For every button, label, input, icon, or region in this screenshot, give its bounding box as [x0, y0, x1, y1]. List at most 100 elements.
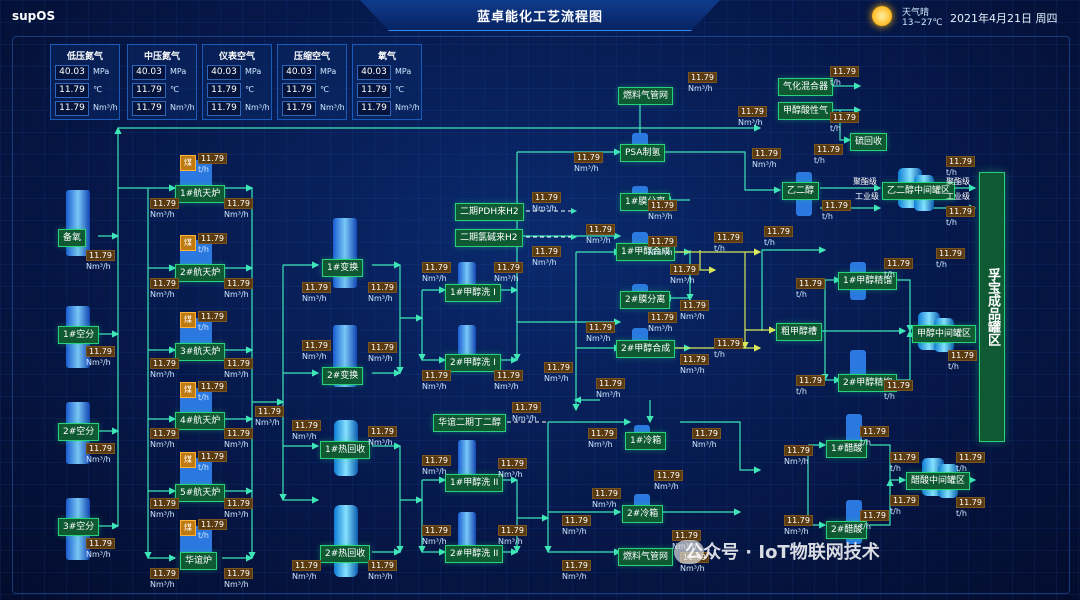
node-methanol-wash-3[interactable]: 1#甲醇洗 II: [445, 474, 504, 492]
flow-unit: Nm³/h: [680, 312, 705, 321]
flow-value: 11.79: [150, 198, 179, 209]
node-product-tank-area[interactable]: 孚宝成品罐区: [979, 172, 1005, 442]
flow-value: 11.79: [494, 370, 523, 381]
flow-unit: t/h: [890, 507, 901, 516]
flow-value: 11.79: [368, 282, 397, 293]
flow-unit: t/h: [198, 245, 209, 254]
node-fuel-gas-network-1[interactable]: 燃料气管网: [618, 87, 674, 105]
node-acetic-acid-1[interactable]: 1#醋酸: [826, 440, 868, 458]
flow-value: 11.79: [532, 192, 561, 203]
flow-unit: Nm³/h: [422, 467, 447, 476]
node-shift-1[interactable]: 1#变换: [322, 259, 364, 277]
node-gasifier-4[interactable]: 4#航天炉: [175, 412, 226, 430]
flow-value: 11.79: [752, 148, 781, 159]
node-pdh-h2[interactable]: 二期PDH来H2: [455, 203, 524, 221]
flow-value: 11.79: [255, 406, 284, 417]
node-methanol-wash-2[interactable]: 2#甲醇洗 I: [445, 354, 501, 372]
node-shift-2[interactable]: 2#变换: [322, 367, 364, 385]
flow-unit: Nm³/h: [224, 210, 249, 219]
flow-value: 11.79: [586, 322, 615, 333]
node-psa-hydrogen[interactable]: PSA制氢: [620, 144, 666, 162]
flow-unit: Nm³/h: [292, 572, 317, 581]
flow-value: 11.79: [86, 250, 115, 261]
flow-unit: Nm³/h: [224, 290, 249, 299]
node-heat-recovery-2[interactable]: 2#热回收: [320, 545, 371, 563]
flow-unit: Nm³/h: [586, 236, 611, 245]
flow-value: 11.79: [830, 66, 859, 77]
node-cold-box-1[interactable]: 1#冷箱: [625, 432, 667, 450]
gas-unit: ℃: [320, 85, 329, 94]
node-gasifier-mixer[interactable]: 气化混合器: [778, 78, 834, 96]
node-ethylene-glycol[interactable]: 乙二醇: [782, 182, 820, 200]
node-gasifier-1[interactable]: 1#航天炉: [175, 185, 226, 203]
flow-unit: Nm³/h: [544, 374, 569, 383]
grade-industrial: 工业级: [946, 192, 970, 201]
node-air-separation-1[interactable]: 1#空分: [58, 326, 100, 344]
node-gasifier-3[interactable]: 3#航天炉: [175, 343, 226, 361]
flow-unit: Nm³/h: [86, 550, 111, 559]
node-cold-box-2[interactable]: 2#冷箱: [622, 505, 664, 523]
node-methanol-wash-4[interactable]: 2#甲醇洗 II: [445, 545, 504, 563]
gas-value: 11.79: [207, 83, 241, 98]
node-gasifier-2[interactable]: 2#航天炉: [175, 264, 226, 282]
node-acetic-acid-2[interactable]: 2#醋酸: [826, 521, 868, 539]
node-methanol-tank-area[interactable]: 甲醇中间罐区: [912, 325, 977, 343]
node-methanol-synthesis-2[interactable]: 2#甲醇合成: [616, 340, 676, 358]
flow-unit: Nm³/h: [562, 527, 587, 536]
flow-value: 11.79: [150, 568, 179, 579]
node-air-separation-2[interactable]: 2#空分: [58, 423, 100, 441]
node-methanol-wash-1[interactable]: 1#甲醇洗 I: [445, 284, 501, 302]
flow-value: 11.79: [936, 248, 965, 259]
flow-unit: Nm³/h: [86, 262, 111, 271]
gas-panel-title: 仪表空气: [218, 52, 255, 62]
node-crude-methanol-tank[interactable]: 粗甲醇槽: [776, 323, 823, 341]
flow-unit: Nm³/h: [532, 258, 557, 267]
flow-value: 11.79: [198, 233, 227, 244]
flow-value: 11.79: [198, 451, 227, 462]
node-air-separation-3[interactable]: 3#空分: [58, 518, 100, 536]
node-gasifier-5[interactable]: 5#航天炉: [175, 484, 226, 502]
flow-value: 11.79: [680, 354, 709, 365]
node-chlor-alkali-h2[interactable]: 二期氯碱来H2: [455, 229, 523, 247]
flow-unit: Nm³/h: [422, 537, 447, 546]
node-membrane-2[interactable]: 2#膜分离: [620, 291, 671, 309]
node-eg-tank-area[interactable]: 乙二醇中间罐区: [882, 182, 956, 200]
flow-unit: Nm³/h: [150, 210, 175, 219]
node-fuel-gas-network-2[interactable]: 燃料气管网: [618, 548, 674, 566]
node-methanol-acid-gas[interactable]: 甲醇酸性气: [778, 102, 834, 120]
flow-unit: t/h: [884, 270, 895, 279]
node-heat-recovery-1[interactable]: 1#热回收: [320, 441, 371, 459]
flow-value: 11.79: [562, 560, 591, 571]
flow-value: 11.79: [574, 152, 603, 163]
node-huayi-bdo[interactable]: 华谊二期丁二醇: [433, 414, 507, 432]
flow-unit: Nm³/h: [532, 204, 557, 213]
node-backup-oxygen[interactable]: 备氧: [58, 229, 87, 247]
node-methanol-synthesis-1[interactable]: 1#甲醇合成: [616, 243, 676, 261]
flow-unit: t/h: [198, 323, 209, 332]
temperature-text: 13~27℃: [902, 18, 943, 28]
node-acetic-tank-area[interactable]: 醋酸中间罐区: [906, 472, 971, 490]
flow-unit: Nm³/h: [292, 432, 317, 441]
flow-value: 11.79: [224, 428, 253, 439]
flow-value: 11.79: [586, 224, 615, 235]
node-huayi-gasifier[interactable]: 华谊炉: [180, 552, 218, 570]
node-methanol-rectification-1[interactable]: 1#甲醇精馏: [838, 272, 898, 290]
node-sulfur-recovery[interactable]: 硫回收: [850, 133, 888, 151]
flow-unit: t/h: [936, 260, 947, 269]
